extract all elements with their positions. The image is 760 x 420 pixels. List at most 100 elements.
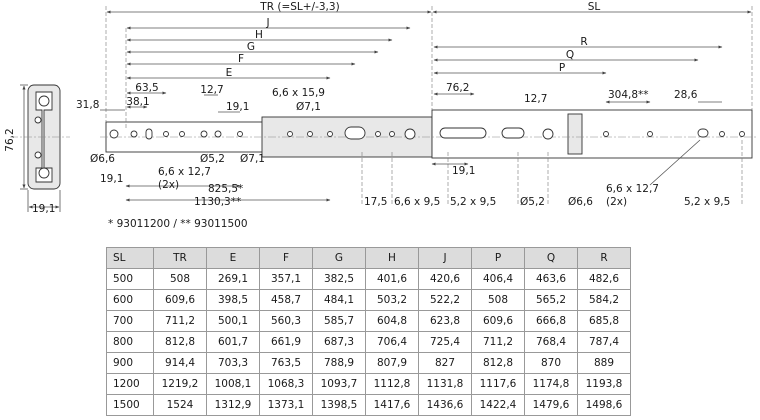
dim-304-8-label: 304,8** [608, 89, 649, 101]
dia-6-6-label: Ø6,6 [90, 153, 115, 165]
table-cell: 500 [106, 268, 154, 290]
qty-2x-right-label: (2x) [606, 196, 627, 208]
table-cell: 508 [471, 289, 525, 311]
profile-cross-section [10, 84, 70, 212]
dia-7-1-top-label: Ø7,1 [296, 101, 321, 113]
table-cell: 1398,5 [312, 394, 366, 416]
table-cell: 685,8 [577, 310, 631, 332]
table-header-cell: Q [524, 247, 578, 269]
dim-p-label: P [559, 62, 565, 74]
table-cell: 382,5 [312, 268, 366, 290]
dia-5-2-label: Ø5,2 [200, 153, 225, 165]
table-cell: 725,4 [418, 331, 472, 353]
table-cell: 870 [524, 352, 578, 374]
table-cell: 1117,6 [471, 373, 525, 395]
table-cell: 812,8 [153, 331, 207, 353]
table-cell: 788,9 [312, 352, 366, 374]
table-cell: 623,8 [418, 310, 472, 332]
table-header-cell: R [577, 247, 631, 269]
table-cell: 357,1 [259, 268, 313, 290]
table-cell: 269,1 [206, 268, 260, 290]
table-cell: 763,5 [259, 352, 313, 374]
table-cell: 666,8 [524, 310, 578, 332]
table-cell: 768,4 [524, 331, 578, 353]
table-cell: 585,7 [312, 310, 366, 332]
table-cell: 1093,7 [312, 373, 366, 395]
table-header-cell: TR [153, 247, 207, 269]
table-cell: 609,6 [471, 310, 525, 332]
dim-j-label: J [265, 17, 269, 29]
table-cell: 565,2 [524, 289, 578, 311]
dim-17-5-label: 17,5 [364, 196, 387, 208]
table-header-cell: E [206, 247, 260, 269]
width-19-1-label: 19,1 [32, 203, 55, 215]
dim-h-label: H [255, 29, 263, 41]
slide-drawing: 76,2 19,1 [4, 1, 758, 215]
dim-e-label: E [226, 67, 233, 79]
table-cell: 1193,8 [577, 373, 631, 395]
table-cell: 1417,6 [365, 394, 419, 416]
table-header-cell: P [471, 247, 525, 269]
table-cell: 812,8 [471, 352, 525, 374]
slot-6-6x9-5-label: 6,6 x 9,5 [394, 196, 440, 208]
table-cell: 1500 [106, 394, 154, 416]
slot-6-6x12-7-label: 6,6 x 12,7 [158, 166, 211, 178]
table-header-cell: H [365, 247, 419, 269]
table-cell: 398,5 [206, 289, 260, 311]
table-cell: 601,7 [206, 331, 260, 353]
dim-19-1-label: 19,1 [226, 101, 249, 113]
dim-q-label: Q [566, 49, 574, 61]
table-cell: 703,3 [206, 352, 260, 374]
table-cell: 584,2 [577, 289, 631, 311]
table-cell: 1200 [106, 373, 154, 395]
dim-28-6-label: 28,6 [674, 89, 698, 101]
table-cell: 700 [106, 310, 154, 332]
dim-1130-3-label: 1130,3** [194, 196, 241, 208]
table-cell: 687,3 [312, 331, 366, 353]
table-cell: 827 [418, 352, 472, 374]
dim-825-5-label: 825,5* [208, 183, 243, 195]
dim-31-8-label: 31,8 [76, 99, 99, 111]
dim-r-label: R [580, 36, 587, 48]
table-cell: 1131,8 [418, 373, 472, 395]
table-cell: 522,2 [418, 289, 472, 311]
dim-76-2-label: 76,2 [446, 82, 469, 94]
top-dimensions [100, 6, 753, 130]
dia-7-1-bottom-label: Ø7,1 [240, 153, 265, 165]
table-cell: 560,3 [259, 310, 313, 332]
table-cell: 1373,1 [259, 394, 313, 416]
table-cell: 482,6 [577, 268, 631, 290]
table-cell: 463,6 [524, 268, 578, 290]
dia-6-6-right-label: Ø6,6 [568, 196, 593, 208]
table-cell: 914,4 [153, 352, 207, 374]
slide-rails [100, 109, 758, 159]
table-cell: 1524 [153, 394, 207, 416]
table-cell: 484,1 [312, 289, 366, 311]
table-cell: 800 [106, 331, 154, 353]
table-cell: 1498,6 [577, 394, 631, 416]
table-cell: 1422,4 [471, 394, 525, 416]
table-cell: 1112,8 [365, 373, 419, 395]
table-header-cell: F [259, 247, 313, 269]
table-cell: 711,2 [471, 331, 525, 353]
table-cell: 900 [106, 352, 154, 374]
table-cell: 609,6 [153, 289, 207, 311]
table-cell: 500,1 [206, 310, 260, 332]
slot-5-2x9-5-right-label: 5,2 x 9,5 [684, 196, 730, 208]
height-76-2-label: 76,2 [4, 128, 16, 151]
table-cell: 604,8 [365, 310, 419, 332]
tr-dimension-label: TR (=SL+/-3,3) [259, 1, 339, 13]
table-cell: 406,4 [471, 268, 525, 290]
dia-5-2-right-label: Ø5,2 [520, 196, 545, 208]
table-cell: 1174,8 [524, 373, 578, 395]
table-cell: 600 [106, 289, 154, 311]
table-cell: 1068,3 [259, 373, 313, 395]
